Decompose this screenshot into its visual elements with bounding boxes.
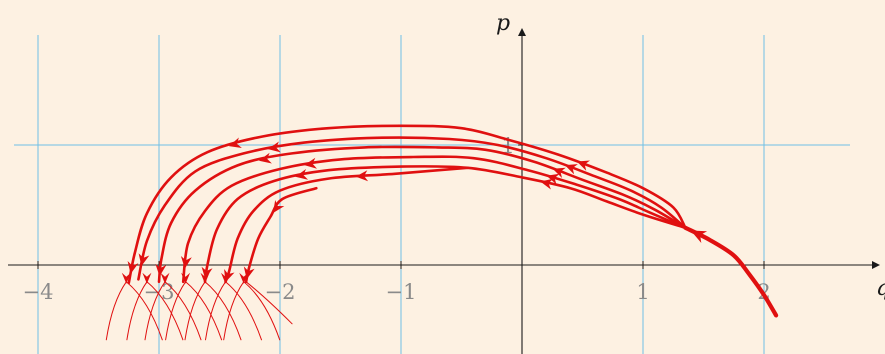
x-axis-arrowhead [872, 261, 880, 269]
fan-curve [205, 281, 226, 341]
trajectory-arrow [155, 263, 167, 277]
fan-curve [223, 281, 245, 341]
fan-arrow [181, 272, 191, 284]
fan-arrow [121, 272, 131, 284]
x-tick-label: −1 [386, 280, 417, 304]
p-axis-label: p [496, 11, 510, 36]
trajectory-arrow [546, 173, 560, 185]
trajectory-orbit-2 [137, 136, 687, 281]
fan-curves [105, 272, 293, 341]
trajectory-arrow [127, 261, 139, 274]
trajectory-orbit-5 [203, 165, 687, 284]
trajectory-arrow [268, 141, 281, 153]
fan-curve [164, 281, 202, 341]
trajectory-arrow [576, 160, 590, 171]
x-tick-label: −2 [265, 280, 296, 304]
x-tick-label: 1 [636, 280, 649, 304]
x-tick-label: −4 [23, 280, 54, 304]
trajectory-arrow [540, 178, 554, 190]
trajectory-orbit-3 [157, 145, 687, 284]
trajectory-arrow [552, 167, 566, 178]
y-axis-arrowhead [518, 28, 526, 36]
trajectory-arrow [180, 256, 192, 269]
fan-curve [204, 281, 242, 341]
fan-curve [243, 281, 281, 341]
trajectory-arrow [138, 253, 150, 267]
fan-curve [105, 281, 127, 341]
q-axis-label: q [876, 276, 885, 301]
trajectory-orbit-6 [224, 166, 469, 284]
trajectory-incoming-branch [683, 225, 779, 318]
trajectory-arrow [690, 230, 708, 243]
trajectory-orbit-4 [181, 155, 687, 284]
trajectory-arrow [273, 200, 285, 213]
trajectory-arrow [228, 137, 242, 148]
trajectory-arrow [201, 266, 213, 280]
grid [14, 35, 850, 354]
trajectory-arrow [355, 170, 369, 182]
fan-curve [165, 281, 187, 341]
fan-arrow [221, 272, 230, 284]
fan-arrow [239, 272, 249, 284]
fan-arrow [160, 272, 170, 284]
trajectory-orbit-7 [244, 186, 318, 284]
trajectory-arrow [564, 164, 578, 175]
trajectory-arrow [295, 169, 309, 180]
fan-arrow [200, 272, 210, 284]
fan-curve [185, 281, 223, 341]
fan-curve [125, 281, 163, 341]
trajectory-arrow [259, 152, 272, 164]
axes [8, 28, 880, 354]
fan-curve [245, 281, 293, 325]
fan-curve [225, 281, 262, 341]
trajectories [127, 124, 779, 318]
fan-curve [184, 281, 206, 341]
trajectory-orbit-1 [127, 124, 687, 285]
fan-curve [144, 281, 166, 341]
fan-arrow [142, 272, 152, 284]
fan-curve [146, 281, 184, 341]
trajectory-arrow [304, 157, 317, 169]
fan-curve [126, 281, 148, 341]
